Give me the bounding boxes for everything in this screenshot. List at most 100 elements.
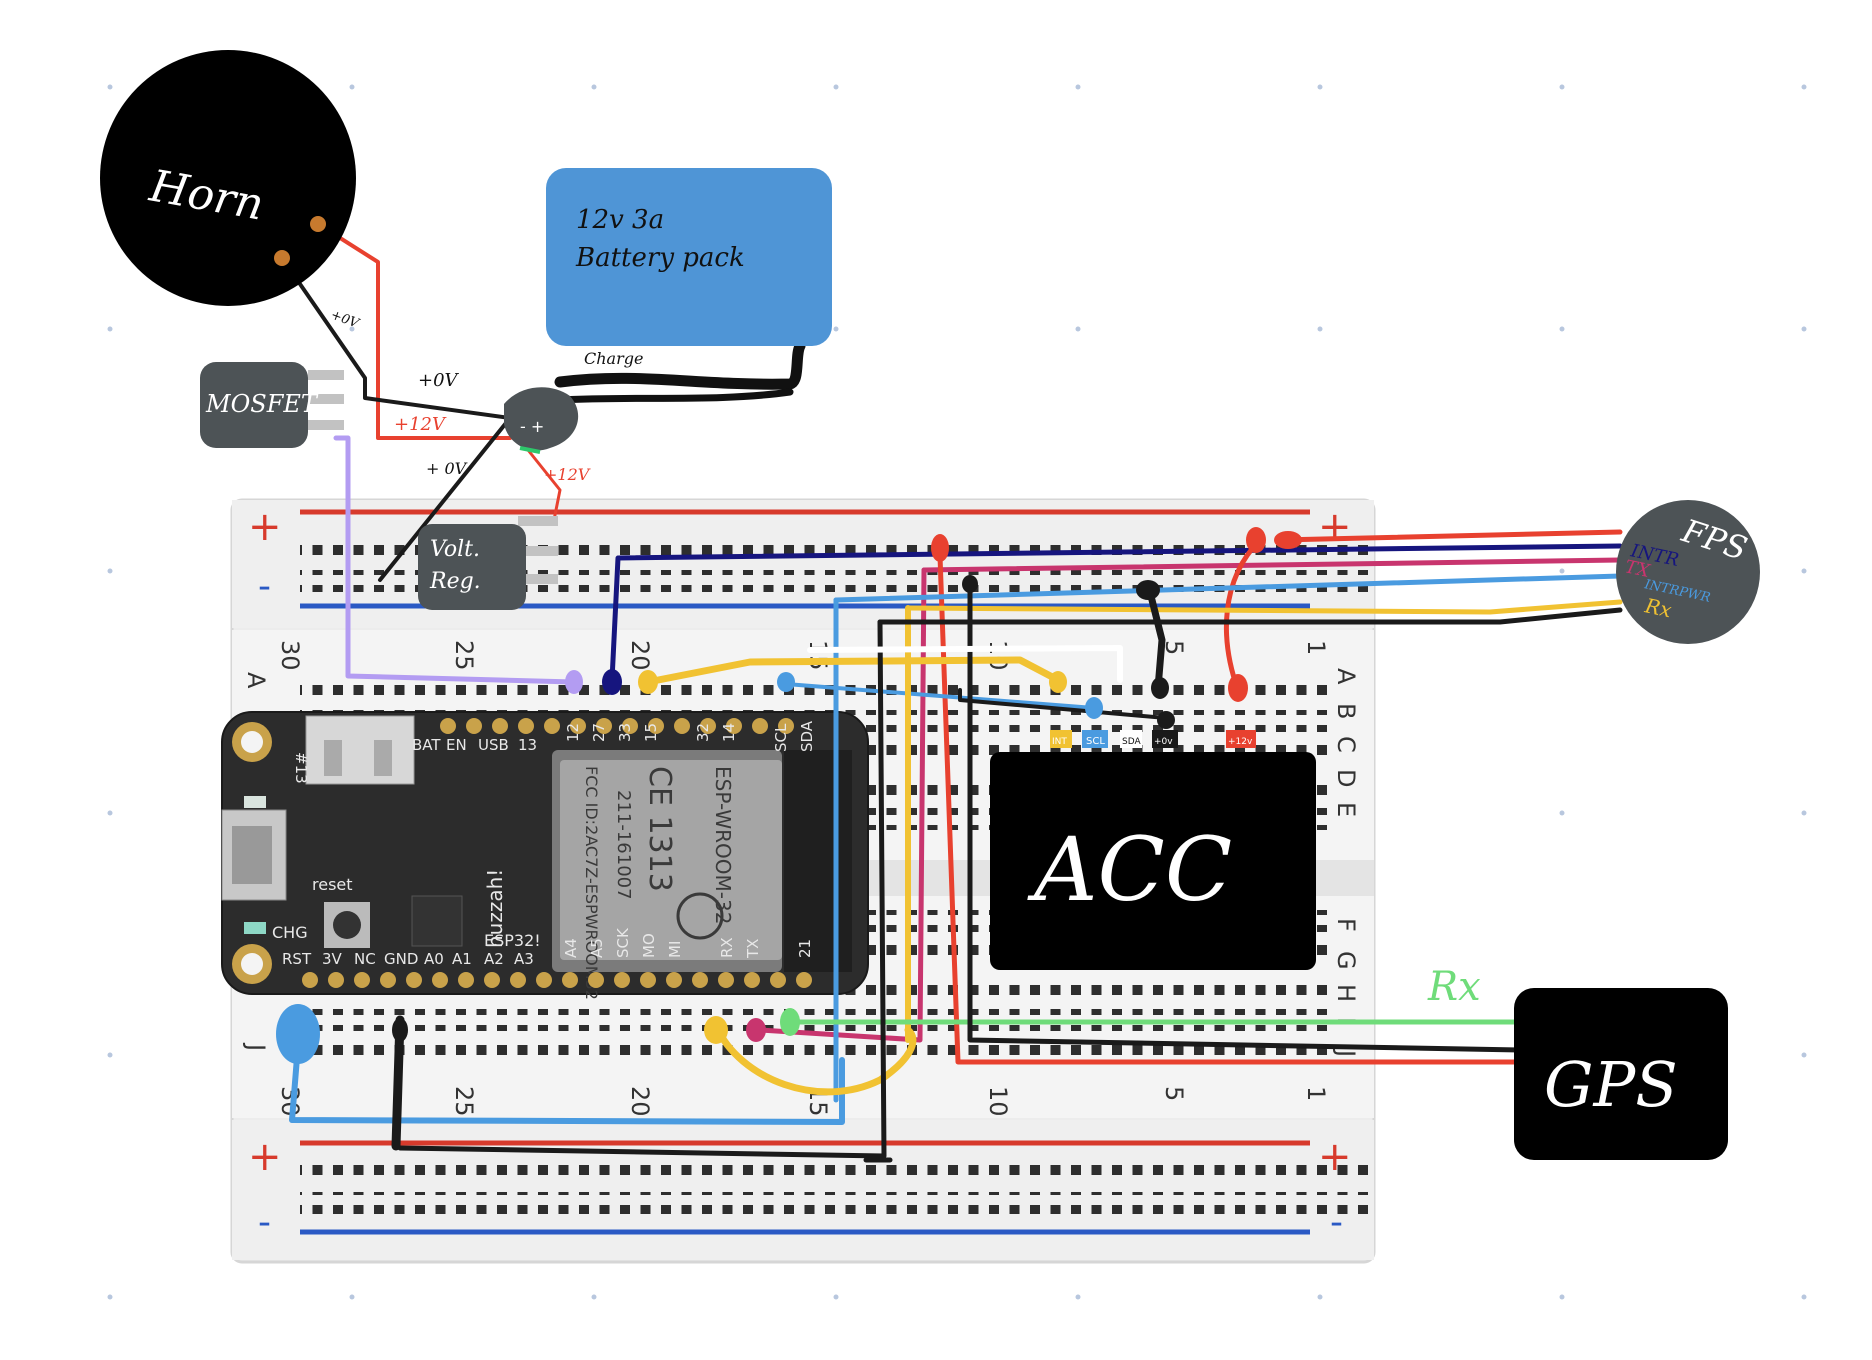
wire-end-caps <box>276 527 1302 1064</box>
reg-black-wire <box>378 416 512 582</box>
svg-text:14: 14 <box>720 723 738 742</box>
esp32-board-name: huzzah! <box>483 869 507 948</box>
module-r: 211-161007 <box>613 790 634 900</box>
rail-minus-top-left: - <box>258 566 271 607</box>
dc-jack: - + <box>504 387 579 454</box>
wire-label-reg-0v: + 0V <box>426 459 468 478</box>
rail-plus-bottom-left: + <box>248 1134 282 1180</box>
charge-label: Charge <box>584 349 643 368</box>
mosfet: MOSFET <box>200 362 344 448</box>
svg-text:32: 32 <box>694 723 712 742</box>
esp32-board: ESP-WROOM-32 CE 1313 FCC ID:2AC7Z-ESPWRO… <box>221 711 869 1000</box>
esp32-led-label: #13 <box>292 752 310 784</box>
esp32-chg-label: CHG <box>272 923 308 942</box>
svg-text:20: 20 <box>626 1086 654 1117</box>
svg-text:25: 25 <box>450 1086 478 1117</box>
svg-text:21: 21 <box>796 939 814 958</box>
espressif-logo <box>676 892 724 940</box>
svg-text:A2: A2 <box>484 950 504 968</box>
horn-red-wire <box>316 222 512 440</box>
reg-label-line2: Reg. <box>429 569 481 594</box>
svg-text:10: 10 <box>984 1086 1012 1117</box>
svg-text:RX: RX <box>718 937 736 958</box>
svg-text:J: J <box>1332 1048 1360 1057</box>
svg-text:USB: USB <box>478 736 509 754</box>
reg-red-wire <box>518 438 562 522</box>
svg-text:A: A <box>1332 668 1360 685</box>
acc-label: ACC <box>1027 818 1232 921</box>
chg-led <box>244 922 266 934</box>
battery-connector <box>305 715 415 785</box>
battery-pack: 12v 3a Battery pack Charge <box>546 168 832 368</box>
svg-text:5: 5 <box>1160 640 1188 655</box>
svg-text:SCL: SCL <box>772 723 790 752</box>
blue-wire <box>833 573 1623 603</box>
svg-text:12: 12 <box>564 723 582 742</box>
voltage-regulator: Volt. Reg. <box>418 516 558 610</box>
row-letter-a-left: A <box>242 672 270 689</box>
horn-terminal-1 <box>310 216 326 232</box>
svg-text:1: 1 <box>1302 1086 1330 1101</box>
fingerprint-sensor: FPS INTR TX INTRPWR Rx <box>1616 500 1760 644</box>
esp32-bottom-pin-row <box>302 972 812 988</box>
gps-label: GPS <box>1544 1048 1678 1121</box>
esp32-bottom-pin-labels: RST 3V NC GND A0 A1 A2 A3 A4 A5 SCK MO M… <box>282 927 814 968</box>
accelerometer: ACC INT SCL SDA +0v +12v <box>990 730 1316 970</box>
row-letter-j-left: J <box>242 1042 270 1051</box>
acc-pin-int: INT <box>1052 737 1067 747</box>
gps-rx-label: Rx <box>1427 964 1481 1010</box>
svg-text:10: 10 <box>984 640 1012 671</box>
esp32-board-sub: ESP32! <box>484 931 541 950</box>
rail-plus-top-right: + <box>1318 504 1352 550</box>
horn: Horn <box>100 50 356 306</box>
svg-text:BAT: BAT <box>412 736 441 754</box>
yellow-wire <box>644 656 1062 686</box>
svg-text:GND: GND <box>384 950 418 968</box>
rail-minus-bottom-left: - <box>258 1202 271 1243</box>
svg-text:1: 1 <box>1302 640 1330 655</box>
reg-label-line1: Volt. <box>430 537 480 562</box>
mosfet-label: MOSFET <box>205 390 319 418</box>
acc-pin-scl: SCL <box>1086 736 1105 747</box>
horn-black-wire <box>280 256 512 420</box>
battery-charge-cable <box>554 340 806 390</box>
battery-label-line1: 12v 3a <box>576 205 664 235</box>
jack-polarity: - + <box>520 417 544 436</box>
fps-pin-rx: Rx <box>1642 593 1674 622</box>
svg-text:MI: MI <box>666 941 684 958</box>
wire-label-mosfet-12v: +12V <box>394 414 447 435</box>
white-wire <box>807 645 1123 683</box>
esp32-reset-label: reset <box>312 875 353 894</box>
svg-text:33: 33 <box>616 723 634 742</box>
svg-text:A1: A1 <box>452 950 472 968</box>
row-letters-top: A B C D E F G H I J <box>1332 668 1360 1057</box>
svg-text:A4: A4 <box>562 938 580 958</box>
acc-pin-12v: +12v <box>1228 737 1253 747</box>
svg-text:H: H <box>1332 984 1360 1002</box>
svg-text:F: F <box>1332 918 1360 932</box>
svg-text:27: 27 <box>590 723 608 742</box>
magenta-wire <box>921 557 1623 573</box>
svg-text:15: 15 <box>804 640 832 671</box>
svg-text:NC: NC <box>354 950 376 968</box>
svg-text:A5: A5 <box>588 938 606 958</box>
svg-text:5: 5 <box>1160 1086 1188 1101</box>
svg-text:RST: RST <box>282 950 312 968</box>
rail-minus-bottom-right: - <box>1330 1202 1343 1243</box>
black-wire <box>877 607 1623 625</box>
svg-text:30: 30 <box>276 640 304 671</box>
blue-blob <box>276 1004 320 1064</box>
acc-pin-sda: SDA <box>1122 737 1141 747</box>
svg-text:B: B <box>1332 703 1360 719</box>
wire-label-mosfet-0v: +0V <box>418 370 460 391</box>
svg-text:13: 13 <box>518 736 537 754</box>
navy-wire <box>609 543 1623 683</box>
svg-text:A3: A3 <box>514 950 534 968</box>
svg-text:E: E <box>1332 802 1360 817</box>
svg-text:TX: TX <box>744 939 762 959</box>
svg-text:MO: MO <box>640 933 658 958</box>
column-numbers-top: 30 25 20 15 10 5 1 <box>276 640 1330 671</box>
wires <box>280 222 1623 1163</box>
acc-pin-0v: +0v <box>1154 737 1173 747</box>
